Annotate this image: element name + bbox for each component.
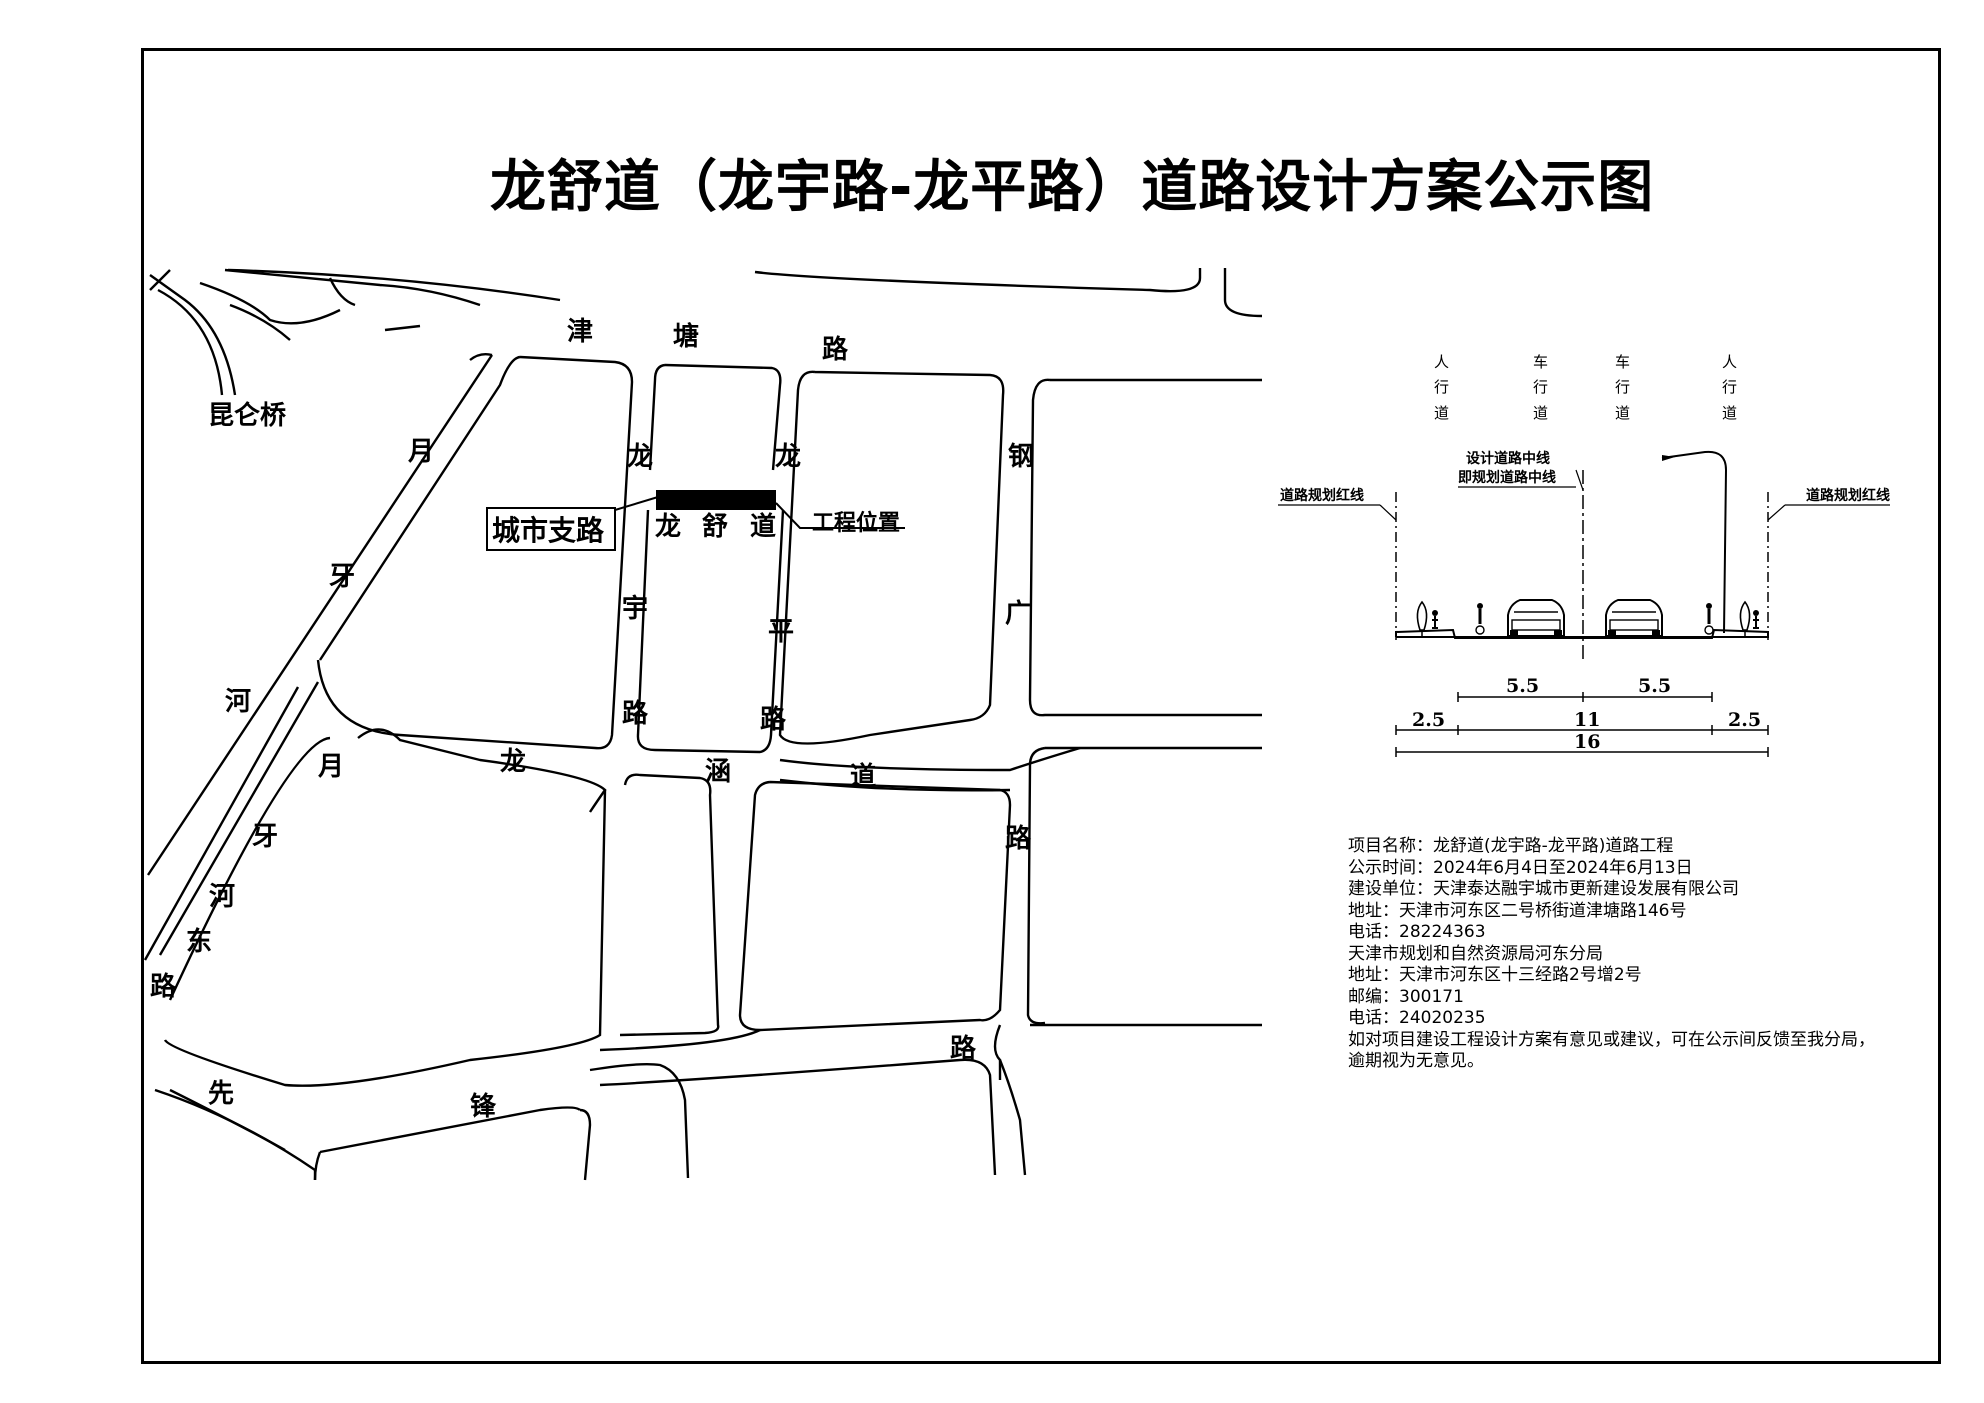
map-labels: 津 塘 路 月 牙 河 月 牙 河 东 路 龙 宇 路 龙 平 路 龙 舒 道 … bbox=[150, 317, 1034, 1122]
road-label-yueyahe-2: 牙 bbox=[329, 562, 355, 592]
road-label-xianfeng-1: 先 bbox=[208, 1079, 234, 1109]
road-class-box bbox=[486, 507, 616, 551]
info-bureau: 天津市规划和自然资源局河东分局 bbox=[1348, 943, 1603, 964]
lane-label-sidewalk-right: 人 行 道 bbox=[1722, 353, 1737, 422]
road-label-xianfeng-2: 锋 bbox=[470, 1092, 497, 1122]
lane-label-carriageway-left: 车 行 道 bbox=[1533, 353, 1548, 422]
drawing-frame bbox=[141, 48, 1941, 1364]
info-builder-phone: 电话：28224363 bbox=[1348, 922, 1486, 942]
dim-carriageway-left: 5.5 bbox=[1506, 675, 1539, 697]
lane-char: 行 bbox=[1434, 378, 1449, 396]
red-line-left-leader bbox=[1379, 504, 1397, 521]
road-class-label: 城市支路 bbox=[492, 514, 605, 547]
road-label-jintang-2: 塘 bbox=[673, 321, 699, 352]
road-network bbox=[143, 268, 1263, 1181]
red-line-right-leader bbox=[1767, 504, 1786, 521]
page-title: 龙舒道（龙宇路-龙平路）道路设计方案公示图 bbox=[490, 155, 1655, 220]
dim-total-width: 16 bbox=[1574, 731, 1600, 753]
road-label-longyu-2: 宇 bbox=[622, 594, 648, 624]
road-label-yueyahe-east-1: 月 bbox=[317, 752, 344, 782]
lane-label-carriageway-right: 车 行 道 bbox=[1615, 353, 1630, 422]
centerline-label-2: 即规划道路中线 bbox=[1458, 469, 1556, 486]
road-label-yueyahe-east-3: 河 bbox=[209, 882, 235, 912]
lane-char: 行 bbox=[1722, 378, 1737, 396]
pedestrian-icon bbox=[1753, 610, 1759, 629]
red-line-right-label: 道路规划红线 bbox=[1806, 487, 1890, 504]
road-label-gangguang-1: 钢 bbox=[1008, 442, 1034, 472]
info-bureau-phone: 电话：24020235 bbox=[1348, 1008, 1486, 1028]
project-location-label: 工程位置 bbox=[812, 510, 900, 536]
info-project-name: 项目名称：龙舒道(龙宇路-龙平路)道路工程 bbox=[1348, 836, 1674, 856]
road-label-longping-3: 路 bbox=[760, 704, 787, 735]
street-lamp-icon bbox=[1661, 450, 1728, 634]
dimension-row-2: 2.5 11 2.5 bbox=[1395, 709, 1769, 735]
road-label-yueyahe-3: 河 bbox=[225, 687, 251, 717]
dimension-row-3: 16 bbox=[1395, 731, 1769, 757]
project-segment bbox=[656, 490, 776, 510]
dim-sidewalk-right: 2.5 bbox=[1728, 709, 1761, 731]
road-label-yueyahe-east-2: 牙 bbox=[252, 822, 278, 852]
car-icon bbox=[1507, 599, 1565, 638]
lane-char: 车 bbox=[1615, 353, 1630, 371]
red-line-left-label: 道路规划红线 bbox=[1280, 487, 1364, 504]
car-icon bbox=[1605, 599, 1663, 638]
lane-char: 行 bbox=[1533, 378, 1548, 396]
road-label-longhan-3: 道 bbox=[850, 761, 876, 792]
lane-char: 行 bbox=[1615, 378, 1630, 396]
road-label-longyu-1: 龙 bbox=[627, 442, 653, 472]
lane-label-sidewalk-left: 人 行 道 bbox=[1434, 353, 1449, 422]
road-class-leader bbox=[614, 496, 659, 511]
road-label-jintang-3: 路 bbox=[822, 334, 849, 365]
cross-section: 人 行 道 车 行 道 车 行 道 人 行 道 道路规划红线 道路规划红线 bbox=[1278, 353, 1890, 757]
road-label-yueyahe-east-5: 路 bbox=[150, 971, 177, 1002]
road-label-jintang-1: 津 bbox=[567, 317, 593, 347]
dim-carriageway-total: 11 bbox=[1574, 709, 1600, 731]
info-postcode: 邮编：300171 bbox=[1348, 986, 1464, 1007]
pedestrian-icon bbox=[1432, 610, 1438, 629]
road-label-longshu-1: 龙 bbox=[655, 512, 681, 542]
project-location-leader bbox=[775, 502, 905, 529]
lane-char: 车 bbox=[1533, 353, 1548, 371]
lane-char: 道 bbox=[1533, 404, 1548, 422]
road-label-gangguang-3: 路 bbox=[1005, 823, 1032, 854]
lane-char: 道 bbox=[1434, 404, 1449, 422]
road-label-longping-1: 龙 bbox=[775, 442, 801, 472]
road-label-yueyahe-east-4: 东 bbox=[186, 926, 212, 957]
project-info: 项目名称：龙舒道(龙宇路-龙平路)道路工程 公示时间：2024年6月4日至202… bbox=[1348, 836, 1888, 1073]
info-note: 如对项目建设工程设计方案有意见或建议，可在公示间反馈至我分局，逾期视为无意见。 bbox=[1348, 1029, 1875, 1072]
cyclist-icon bbox=[1475, 603, 1485, 635]
centerline-leader bbox=[1575, 469, 1584, 491]
lane-char: 道 bbox=[1615, 404, 1630, 422]
lamp-head-icon bbox=[1662, 455, 1675, 461]
road-label-longping-2: 平 bbox=[768, 617, 794, 647]
tree-icon bbox=[1416, 600, 1428, 636]
dim-carriageway-right: 5.5 bbox=[1638, 675, 1671, 697]
road-label-longhan-1: 龙 bbox=[500, 747, 526, 777]
lane-char: 道 bbox=[1722, 404, 1737, 422]
road-label-longshu-3: 道 bbox=[750, 511, 776, 542]
lane-char: 人 bbox=[1722, 353, 1737, 371]
road-label-gangguang-2: 广 bbox=[1005, 599, 1031, 629]
info-bureau-address: 地址：天津市河东区十三经路2号增2号 bbox=[1348, 965, 1642, 985]
road-label-yueyahe-1: 月 bbox=[407, 437, 434, 467]
road-label-longshu-2: 舒 bbox=[702, 511, 728, 542]
dim-sidewalk-left: 2.5 bbox=[1412, 709, 1445, 731]
cyclist-icon bbox=[1704, 603, 1714, 635]
lane-char: 人 bbox=[1434, 353, 1449, 371]
road-label-longhan-2: 涵 bbox=[705, 757, 731, 787]
dimension-row-1: 5.5 5.5 bbox=[1457, 675, 1713, 702]
road-label-xianfeng-3: 路 bbox=[950, 1033, 977, 1064]
info-period: 公示时间：2024年6月4日至2024年6月13日 bbox=[1348, 857, 1693, 878]
road-label-longyu-3: 路 bbox=[622, 698, 649, 729]
road-profile bbox=[1395, 628, 1769, 639]
tree-icon bbox=[1739, 600, 1751, 636]
centerline-label-1: 设计道路中线 bbox=[1466, 450, 1550, 467]
bridge-label: 昆仑桥 bbox=[208, 400, 287, 431]
info-builder-address: 地址：天津市河东区二号桥街道津塘路146号 bbox=[1348, 900, 1687, 921]
info-builder: 建设单位：天津泰达融宇城市更新建设发展有限公司 bbox=[1348, 879, 1739, 899]
